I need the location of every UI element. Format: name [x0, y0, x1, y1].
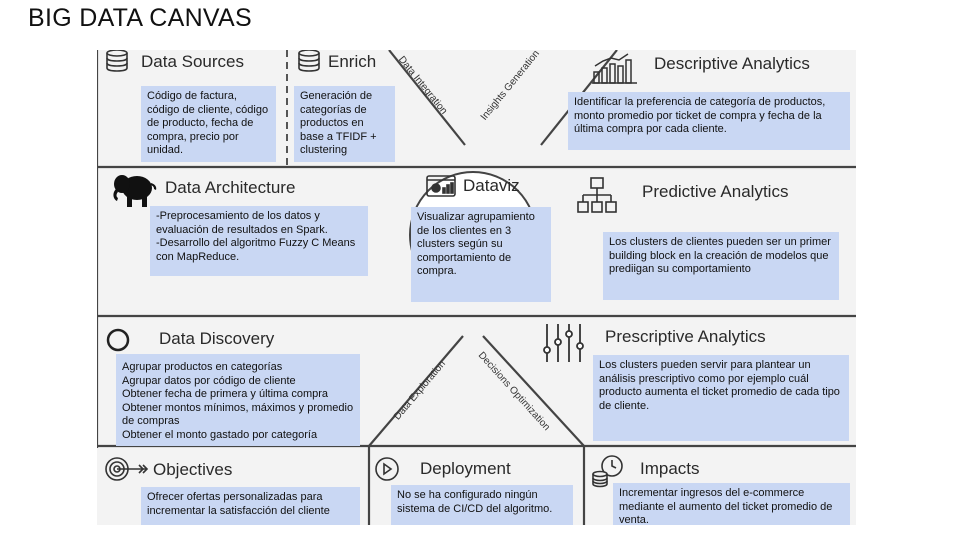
canvas: Data Sources Código de factura, código d…: [97, 50, 856, 525]
data-sources-note: Código de factura, código de cliente, có…: [141, 86, 276, 162]
database-icon: [105, 50, 129, 77]
data-architecture-title: Data Architecture: [165, 178, 296, 197]
enrich-title: Enrich: [328, 52, 377, 71]
hierarchy-icon: [577, 177, 617, 220]
objectives-note: Ofrecer ofertas personalizadas para incr…: [141, 487, 360, 525]
data-discovery-note: Agrupar productos en categorías Agrupar …: [116, 354, 360, 446]
deployment-note: No se ha configurado ningún sistema de C…: [391, 485, 573, 525]
dashboard-icon: [426, 175, 456, 202]
deployment-title: Deployment: [420, 459, 511, 478]
descriptive-analytics-note: Identificar la preferencia de categoría …: [568, 92, 850, 150]
predictive-analytics-title: Predictive Analytics: [642, 182, 789, 201]
page-title: BIG DATA CANVAS: [28, 4, 252, 32]
impacts-note: Incrementar ingresos del e-commerce medi…: [613, 483, 850, 525]
play-icon: [374, 456, 400, 487]
sliders-icon: [541, 322, 585, 369]
descriptive-analytics-title: Descriptive Analytics: [654, 54, 810, 73]
data-discovery-title: Data Discovery: [159, 329, 275, 348]
target-icon: [105, 456, 149, 487]
impacts-title: Impacts: [640, 459, 700, 478]
prescriptive-analytics-note: Los clusters pueden servir para plantear…: [593, 355, 849, 441]
prescriptive-analytics-title: Prescriptive Analytics: [605, 327, 766, 346]
objectives-title: Objectives: [153, 460, 233, 479]
dataviz-note: Visualizar agrupamiento de los clientes …: [411, 207, 551, 302]
dataviz-title: Dataviz: [463, 176, 520, 195]
coins-clock-icon: [591, 454, 625, 493]
magnifier-icon: [105, 327, 131, 358]
enrich-note: Generación de categorías de productos en…: [294, 86, 395, 162]
data-sources-title: Data Sources: [141, 52, 244, 71]
database-icon: [297, 50, 321, 77]
bar-chart-icon: [591, 52, 639, 89]
predictive-analytics-note: Los clusters de clientes pueden ser un p…: [603, 232, 839, 300]
elephant-icon: [111, 171, 159, 216]
data-architecture-note: -Preprocesamiento de los datos y evaluac…: [150, 206, 368, 276]
